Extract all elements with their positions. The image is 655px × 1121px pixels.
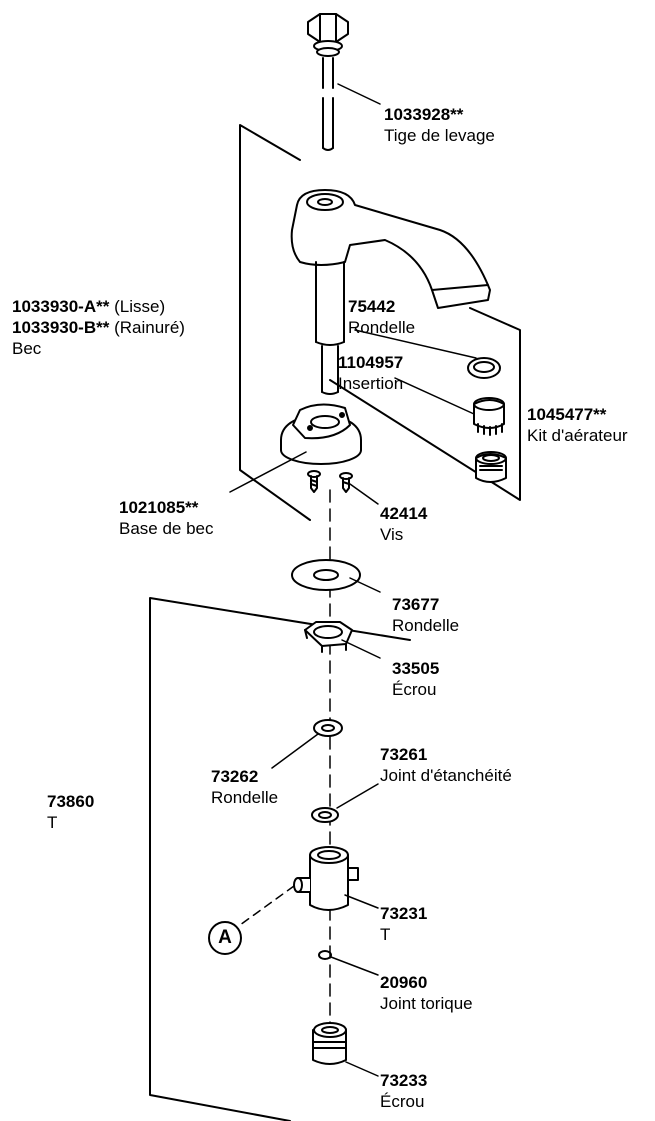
spout-base-part: [280, 403, 362, 465]
part-name: Écrou: [380, 1092, 425, 1111]
part-name: Vis: [380, 525, 404, 544]
screws-part: [307, 470, 353, 493]
spout-part: [290, 189, 491, 346]
part-number: 1033930-A**: [12, 297, 110, 316]
part-name: Tige de levage: [384, 126, 495, 145]
part-number: 20960: [380, 973, 428, 992]
oring-20960-part: [318, 950, 332, 960]
lower-sink-panel: [149, 597, 411, 1121]
label-spout: 1033930-A** (Lisse) 1033930-B** (Rainuré…: [12, 296, 185, 359]
label-oring-20960: 20960 Joint torique: [380, 972, 473, 1014]
leader-lines: [229, 83, 477, 1077]
part-number: 73233: [380, 1071, 428, 1090]
part-number: 73262: [211, 767, 259, 786]
label-aerator-kit: 1045477** Kit d'aérateur: [527, 404, 628, 446]
part-number: 73231: [380, 904, 428, 923]
washer-73262-part: [313, 719, 343, 737]
part-number: 73261: [380, 745, 428, 764]
label-washer-73262: 73262 Rondelle: [211, 766, 278, 808]
upper-deck-panel: [239, 124, 521, 521]
callout-a-marker: A: [208, 921, 242, 955]
washer-73677-part: [291, 559, 361, 591]
part-variant: (Lisse): [114, 297, 166, 316]
part-number: 73860: [47, 792, 95, 811]
label-nut-33505: 33505 Écrou: [392, 658, 439, 700]
part-name: Rondelle: [392, 616, 460, 635]
label-insert: 1104957 Insertion: [338, 352, 403, 394]
part-number: 1045477**: [527, 405, 607, 424]
part-name: T: [47, 813, 58, 832]
label-lift-rod: 1033928** Tige de levage: [384, 104, 495, 146]
part-variant: (Rainuré): [114, 318, 185, 337]
label-tee-73860: 73860 T: [47, 791, 94, 833]
part-number: 33505: [392, 659, 440, 678]
part-name: Kit d'aérateur: [527, 426, 628, 445]
part-name: Joint torique: [380, 994, 473, 1013]
part-name: Base de bec: [119, 519, 214, 538]
part-name: T: [380, 925, 391, 944]
label-screw: 42414 Vis: [380, 503, 427, 545]
part-name: Bec: [12, 339, 42, 358]
part-name: Joint d'étanchéité: [380, 766, 512, 785]
part-number: 73677: [392, 595, 440, 614]
aerator-kit-part: [473, 397, 507, 483]
part-name: Rondelle: [348, 318, 416, 337]
tee-73231-part: [293, 846, 359, 911]
part-number: 1021085**: [119, 498, 199, 517]
part-number: 42414: [380, 504, 428, 523]
part-name: Écrou: [392, 680, 437, 699]
label-nut-73233: 73233 Écrou: [380, 1070, 427, 1112]
part-number: 1033928**: [384, 105, 464, 124]
label-washer-75442: 75442 Rondelle: [348, 296, 415, 338]
part-number: 1104957: [338, 353, 404, 372]
part-number: 75442: [348, 297, 396, 316]
insert-tube-part: [321, 345, 339, 395]
label-gasket-73261: 73261 Joint d'étanchéité: [380, 744, 512, 786]
gasket-73261-part: [311, 807, 339, 823]
label-washer-73677: 73677 Rondelle: [392, 594, 459, 636]
label-spout-base: 1021085** Base de bec: [119, 497, 214, 539]
nut-33505-part: [304, 621, 353, 653]
washer-75442-part: [467, 357, 501, 379]
part-number: 1033930-B**: [12, 318, 110, 337]
lift-rod-part: [307, 13, 349, 151]
part-name: Insertion: [338, 374, 404, 393]
nut-73233-part: [312, 1022, 347, 1065]
label-tee-73231: 73231 T: [380, 903, 427, 945]
part-name: Rondelle: [211, 788, 279, 807]
